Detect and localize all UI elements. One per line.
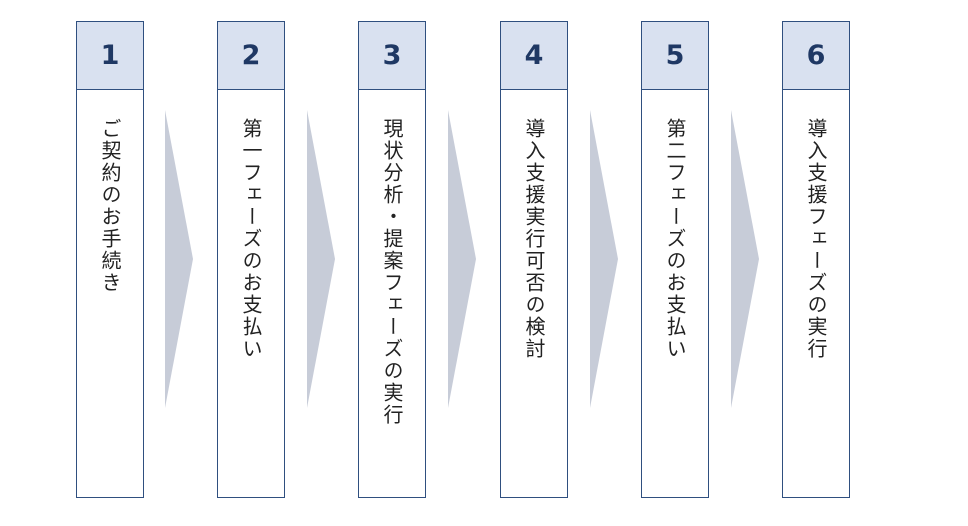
chevron-right-icon [731,110,759,408]
step-body: 導入支援フェーズの実行 [783,90,849,497]
step-label: 導入支援フェーズの実行 [804,118,828,360]
step-number: 5 [665,40,685,71]
step-label: 現状分析・提案フェーズの実行 [380,118,404,426]
step-label: 導入支援実行可否の検討 [522,118,546,360]
step-number-header: 1 [77,22,143,90]
step-3: 3 現状分析・提案フェーズの実行 [358,21,426,498]
chevron-right-icon [590,110,618,408]
step-body: 第一フェーズのお支払い [218,90,284,497]
step-2: 2 第一フェーズのお支払い [217,21,285,498]
chevron-right-icon [165,110,193,408]
step-number-header: 4 [501,22,567,90]
step-label: 第一フェーズのお支払い [239,118,263,360]
step-number: 2 [241,40,261,71]
step-body: ご契約のお手続き [77,90,143,497]
step-number-header: 6 [783,22,849,90]
step-label: ご契約のお手続き [98,118,122,294]
step-number-header: 3 [359,22,425,90]
step-number: 1 [100,40,120,71]
step-4: 4 導入支援実行可否の検討 [500,21,568,498]
step-number: 6 [806,40,826,71]
step-number: 4 [524,40,544,71]
step-number: 3 [382,40,402,71]
chevron-right-icon [448,110,476,408]
step-5: 5 第二フェーズのお支払い [641,21,709,498]
step-1: 1 ご契約のお手続き [76,21,144,498]
step-number-header: 2 [218,22,284,90]
step-label: 第二フェーズのお支払い [663,118,687,360]
step-body: 現状分析・提案フェーズの実行 [359,90,425,497]
step-6: 6 導入支援フェーズの実行 [782,21,850,498]
step-body: 第二フェーズのお支払い [642,90,708,497]
chevron-right-icon [307,110,335,408]
step-number-header: 5 [642,22,708,90]
step-body: 導入支援実行可否の検討 [501,90,567,497]
